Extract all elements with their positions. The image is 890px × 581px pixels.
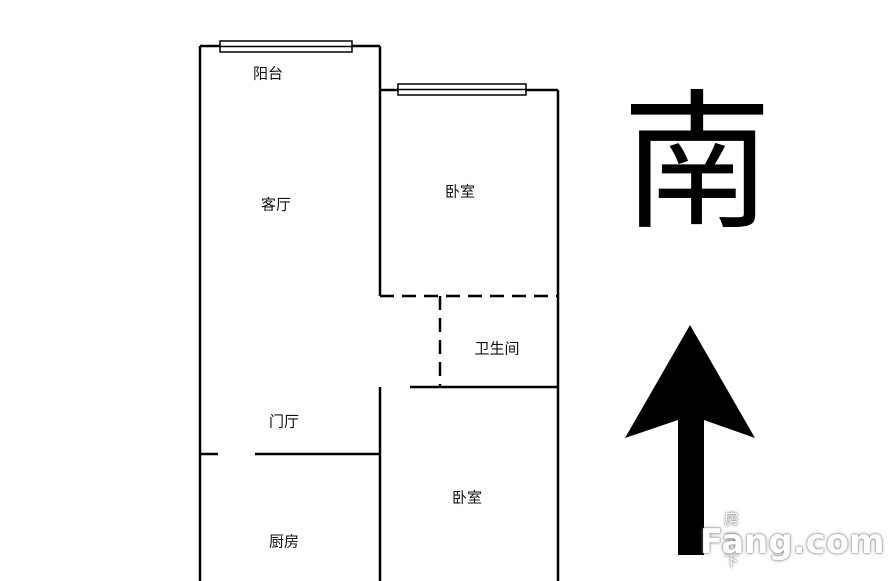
- watermark-chinese: 房天下: [724, 510, 740, 570]
- window-balcony: [219, 40, 353, 53]
- compass-direction-label: 南: [622, 77, 773, 251]
- room-label-bedroom-south: 卧室: [451, 488, 483, 507]
- room-label-kitchen: 厨房: [268, 532, 300, 551]
- room-label-foyer: 门厅: [268, 412, 300, 431]
- watermark-brand: Fang.com: [700, 522, 885, 562]
- room-label-bathroom: 卫生间: [474, 339, 520, 358]
- arrow-up-icon: [625, 325, 755, 555]
- walls: [198, 44, 560, 581]
- room-label-living-room: 客厅: [260, 195, 292, 214]
- room-label-balcony: 阳台: [252, 64, 284, 83]
- dashed-walls: [380, 294, 558, 387]
- room-label-bedroom-north: 卧室: [444, 182, 476, 201]
- window-bedroom: [397, 83, 527, 96]
